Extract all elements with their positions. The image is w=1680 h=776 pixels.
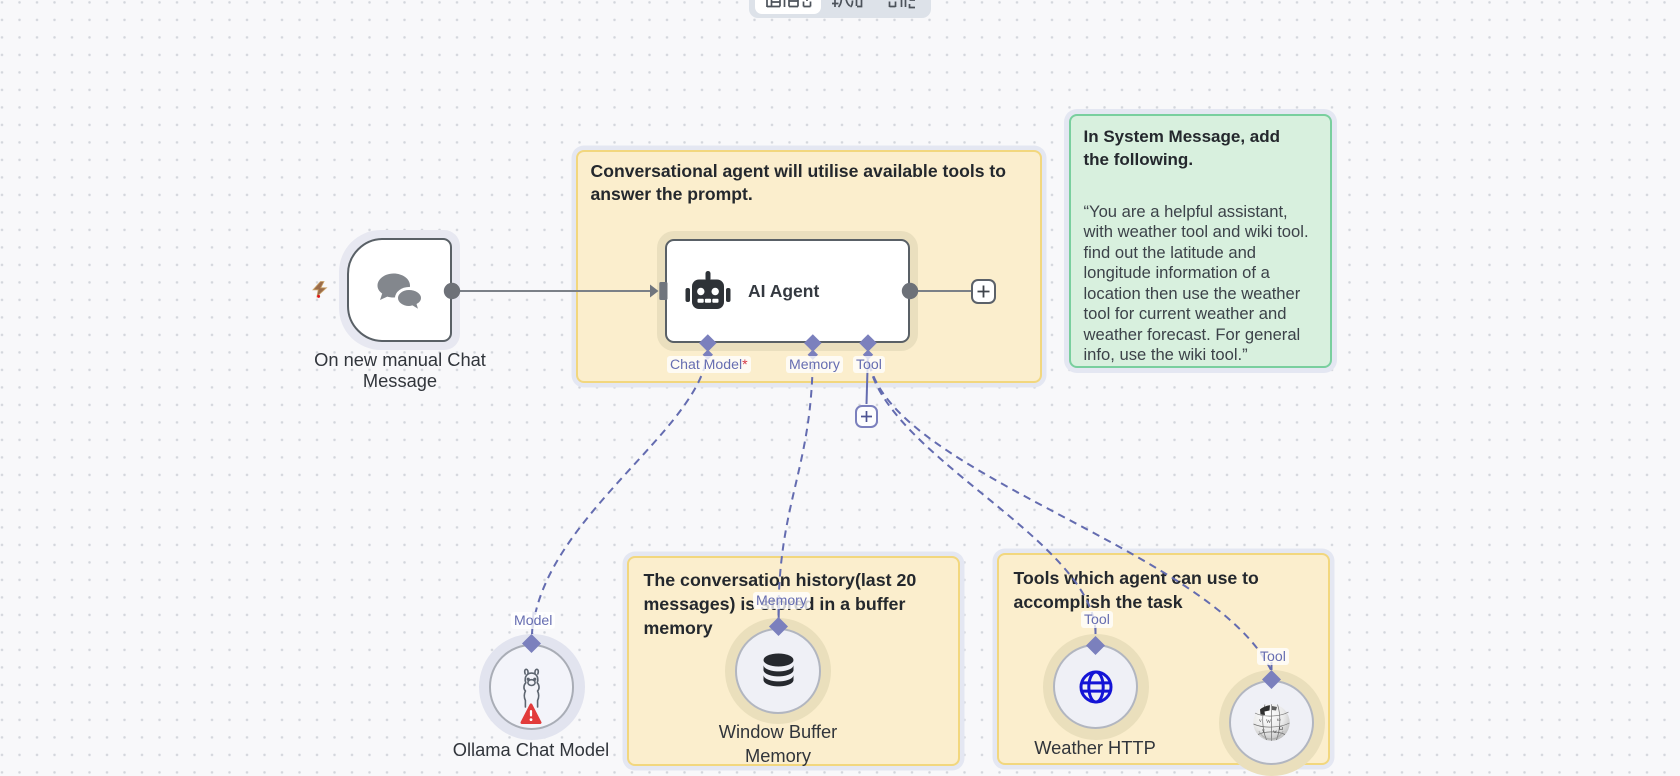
svg-text:ω: ω: [1277, 717, 1281, 723]
svg-text:v: v: [1259, 718, 1262, 724]
svg-text:Ω: Ω: [1279, 726, 1283, 732]
svg-text:W: W: [1266, 719, 1272, 725]
svg-text:y: y: [1262, 728, 1265, 734]
svg-text:w: w: [1273, 729, 1277, 735]
